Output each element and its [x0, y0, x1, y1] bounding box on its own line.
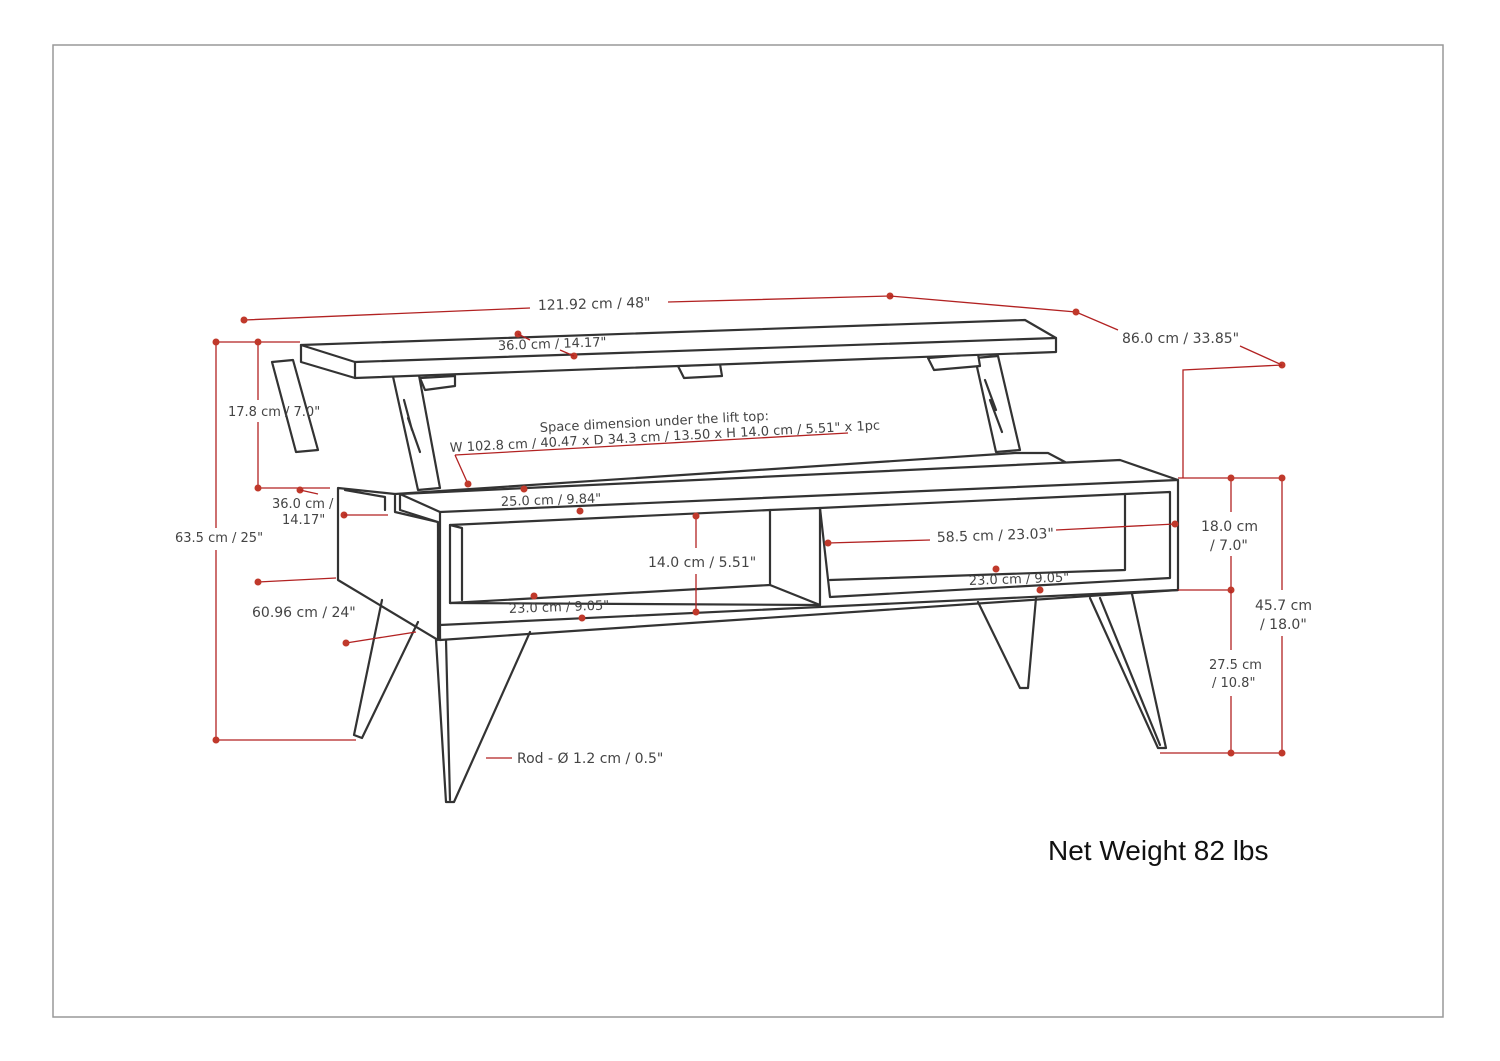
label-tray-depth: 25.0 cm / 9.84"	[501, 492, 602, 510]
label-top-inner: 36.0 cm / 14.17"	[498, 335, 607, 354]
leg-front-left	[434, 630, 532, 804]
label-body-height-1: 18.0 cm	[1201, 519, 1258, 535]
lift-top-board	[299, 318, 1058, 380]
label-leg-height-2: / 10.8"	[1212, 676, 1255, 691]
top-bracket-left	[418, 374, 457, 392]
label-width: 121.92 cm / 48"	[538, 295, 651, 314]
label-rod: Rod - Ø 1.2 cm / 0.5"	[517, 751, 663, 767]
label-lift-height: 17.8 cm / 7.0"	[228, 405, 320, 420]
leg-back-right	[976, 596, 1038, 690]
label-body-height-2: / 7.0"	[1210, 538, 1248, 554]
label-shelf-depth-right: 23.0 cm / 9.05"	[969, 571, 1070, 589]
label-total-height: 63.5 cm / 25"	[175, 531, 263, 546]
label-overall-height-1: 45.7 cm	[1255, 598, 1312, 614]
label-body-depth: 60.96 cm / 24"	[252, 605, 356, 621]
tray-back	[393, 451, 1067, 496]
lift-arm-right	[270, 358, 320, 454]
table-drawing	[270, 318, 1180, 804]
diagram-frame	[52, 44, 1444, 1018]
label-leg-height-1: 27.5 cm	[1209, 658, 1262, 673]
label-shelf-height: 14.0 cm / 5.51"	[648, 555, 756, 571]
label-side-depth-2: 14.17"	[282, 513, 325, 528]
label-shelf-depth-left: 23.0 cm / 9.05"	[509, 599, 610, 617]
lift-arm-right-main	[973, 354, 1022, 454]
label-depth: 86.0 cm / 33.85"	[1122, 331, 1239, 347]
label-right-width: 58.5 cm / 23.03"	[937, 526, 1055, 546]
leg-front-right	[1088, 592, 1168, 750]
net-weight: Net Weight 82 lbs	[1048, 835, 1269, 866]
label-side-depth-1: 36.0 cm /	[272, 497, 334, 512]
leg-back-left	[352, 598, 420, 740]
divider	[768, 506, 822, 607]
right-cubby	[818, 490, 1172, 599]
dimension-lines	[212, 292, 1286, 759]
label-overall-height-2: / 18.0"	[1260, 617, 1307, 633]
